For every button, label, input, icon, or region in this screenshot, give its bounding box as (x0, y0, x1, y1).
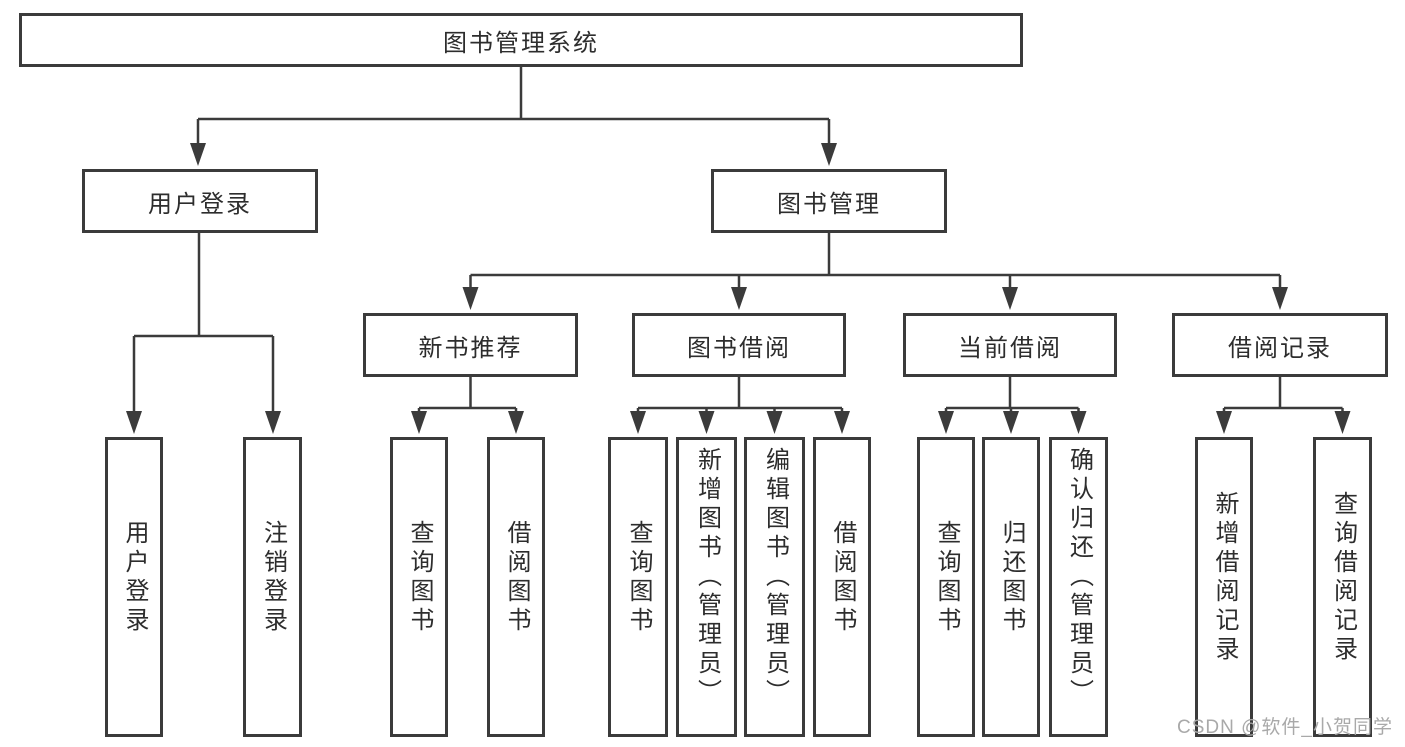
node-label: 确认归还（管理员） (1065, 447, 1093, 708)
connector-currentborrow-to-leaves (944, 377, 1080, 414)
node-user-login-leaf: 用户登录 (105, 437, 163, 737)
node-label: 查询图书 (933, 520, 960, 636)
arrow-down-icon (411, 411, 427, 434)
node-label: 编辑图书（管理员） (761, 447, 789, 708)
arrow-down-icon (834, 411, 850, 434)
arrow-down-icon (731, 287, 747, 310)
node-borrowing-records: 借阅记录 (1172, 313, 1388, 377)
node-label: 注销登录 (259, 520, 287, 636)
node-confirm-return-admin: 确认归还（管理员） (1049, 437, 1108, 737)
node-label: 查询借阅记录 (1329, 491, 1357, 665)
node-add-borrow-record: 新增借阅记录 (1195, 437, 1253, 737)
node-label: 用户登录 (121, 520, 148, 636)
node-return-books: 归还图书 (982, 437, 1040, 737)
node-label: 借阅图书 (503, 520, 530, 636)
connector-bookmgmt-to-level3 (469, 233, 1282, 290)
node-label: 查询图书 (625, 520, 652, 636)
arrow-down-icon (126, 411, 142, 434)
connector-userlogin-to-leaves (132, 233, 275, 414)
arrow-down-icon (1272, 287, 1288, 310)
arrow-down-icon (190, 143, 206, 166)
arrow-down-icon (1216, 411, 1232, 434)
arrow-down-icon (1334, 411, 1351, 434)
node-query-borrow-record: 查询借阅记录 (1313, 437, 1372, 737)
arrow-down-icon (1070, 411, 1087, 434)
node-book-management: 图书管理 (711, 169, 947, 233)
arrowheads (126, 143, 1351, 434)
arrow-down-icon (698, 411, 715, 434)
node-label: 新增借阅记录 (1211, 491, 1238, 665)
connector-records-to-leaves (1222, 377, 1344, 414)
arrow-down-icon (630, 411, 646, 434)
arrow-down-icon (1002, 287, 1018, 310)
arrow-down-icon (508, 411, 524, 434)
connector-bookborrow-to-leaves (636, 377, 844, 414)
node-borrow-books-borrowing: 借阅图书 (813, 437, 871, 737)
node-current-borrowing: 当前借阅 (903, 313, 1117, 377)
node-label: 归还图书 (998, 520, 1025, 636)
node-book-borrowing: 图书借阅 (632, 313, 846, 377)
arrow-down-icon (821, 143, 837, 166)
node-logout: 注销登录 (243, 437, 302, 737)
arrow-down-icon (938, 411, 954, 434)
arrow-down-icon (1003, 411, 1019, 434)
connector-root-to-level2 (196, 67, 831, 146)
arrow-down-icon (766, 411, 783, 434)
csdn-watermark: CSDN @软件_小贺同学 (1177, 717, 1393, 738)
node-edit-book-admin: 编辑图书（管理员） (744, 437, 805, 737)
arrow-down-icon (462, 287, 479, 310)
node-borrow-books-newbook: 借阅图书 (487, 437, 545, 737)
node-query-books-current: 查询图书 (917, 437, 975, 737)
node-query-books-borrowing: 查询图书 (608, 437, 668, 737)
node-new-book-recommendation: 新书推荐 (363, 313, 578, 377)
arrow-down-icon (265, 411, 281, 434)
node-query-books-newbook: 查询图书 (390, 437, 448, 737)
node-label: 借阅图书 (829, 520, 856, 636)
node-label: 查询图书 (406, 520, 433, 636)
node-add-book-admin: 新增图书（管理员） (676, 437, 737, 737)
node-user-login: 用户登录 (82, 169, 318, 233)
node-label: 新增图书（管理员） (693, 447, 721, 708)
node-library-system: 图书管理系统 (19, 13, 1023, 67)
connector-newbook-to-leaves (417, 377, 518, 414)
